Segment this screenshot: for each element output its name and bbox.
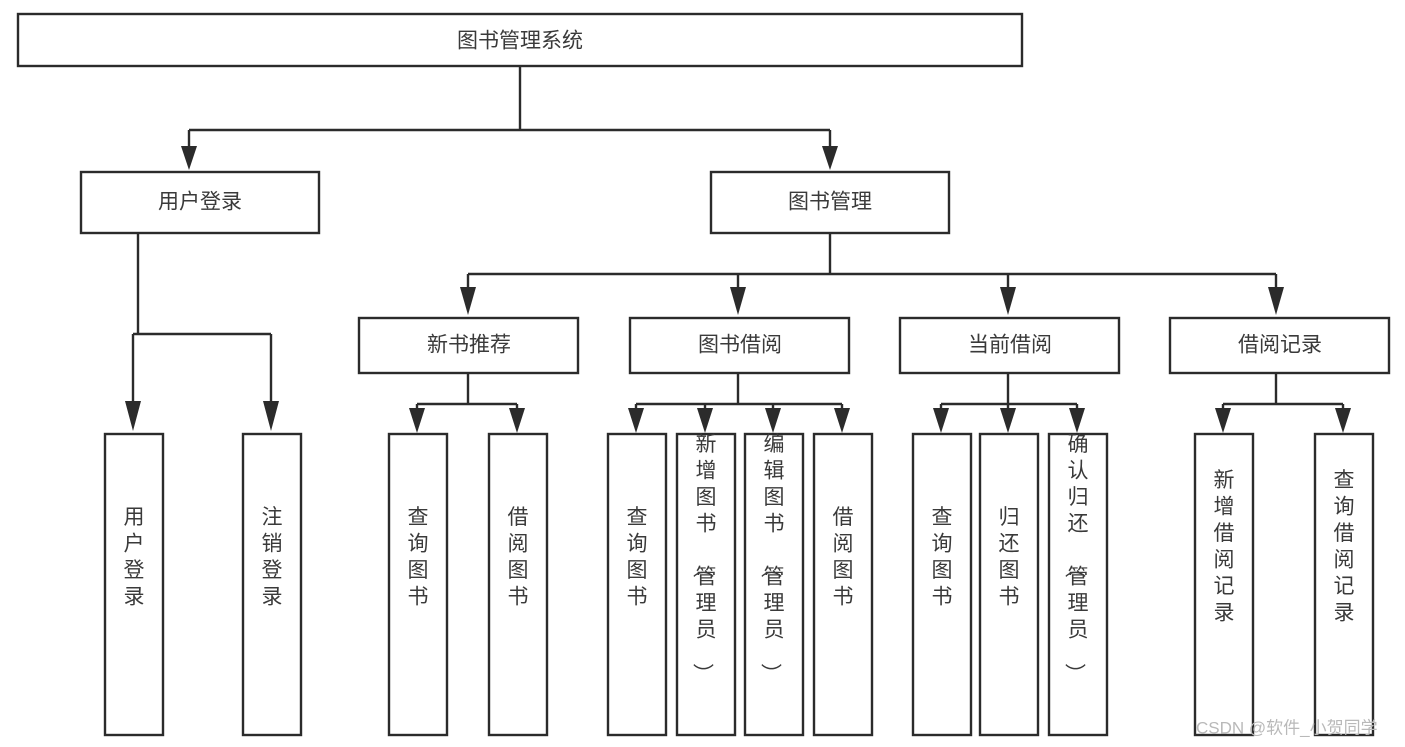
leaf-query-borrow-record[interactable]: 查询借阅记录 (1313, 432, 1375, 737)
node-user-login[interactable]: 用户登录 (79, 170, 321, 235)
leaf-return-book[interactable]: 归还图书 (978, 432, 1040, 737)
leaf-edit-book[interactable]: 编辑图书（管理员） (743, 432, 805, 737)
leaf-query-book-current-label: 查询图书 (932, 506, 953, 609)
node-current-borrow-label: 当前借阅 (968, 334, 1052, 357)
arrow-to-leaf-add-record (1215, 408, 1231, 433)
leaf-borrow-book-borrow-box[interactable] (812, 432, 874, 737)
arrow-to-leaf-logout (263, 401, 279, 431)
leaf-add-borrow-record[interactable]: 新增借阅记录 (1193, 432, 1255, 737)
leaf-query-book-borrow[interactable]: 查询图书 (606, 432, 668, 737)
arrow-to-current-borrow (1000, 287, 1016, 315)
node-book-manage-box[interactable] (709, 170, 951, 235)
arrow-to-borrow-record (1268, 287, 1284, 315)
leaf-confirm-return-label: 确认归还（管理员） (1063, 433, 1089, 684)
node-user-login-label: 用户登录 (158, 191, 242, 214)
leaf-borrow-book-borrow[interactable]: 借阅图书 (812, 432, 874, 737)
arrow-to-leaf-edit-book (765, 408, 781, 433)
leaf-query-book-recommend[interactable]: 查询图书 (387, 432, 449, 737)
arrow-to-book-manage (822, 146, 838, 170)
node-root[interactable]: 图书管理系统 (16, 12, 1024, 68)
node-book-borrow-label: 图书借阅 (698, 334, 782, 357)
csdn-watermark: CSDN @软件_小贺同学 (1196, 718, 1378, 737)
leaf-query-book-borrow-label: 查询图书 (627, 506, 648, 609)
leaf-query-book-recommend-box[interactable] (387, 432, 449, 737)
node-new-book-recommend-label: 新书推荐 (427, 334, 511, 357)
node-borrow-record[interactable]: 借阅记录 (1168, 316, 1391, 375)
leaf-user-login[interactable]: 用户登录 (103, 432, 165, 737)
node-new-book-recommend[interactable]: 新书推荐 (357, 316, 580, 375)
leaf-logout[interactable]: 注销登录 (241, 432, 303, 737)
leaf-logout-box[interactable] (241, 432, 303, 737)
arrow-to-leaf-borrow-book-1 (509, 408, 525, 433)
leaf-query-book-current-box[interactable] (911, 432, 973, 737)
arrow-to-leaf-add-book (697, 408, 713, 433)
arrow-to-user-login (181, 146, 197, 170)
leaf-query-borrow-record-box[interactable] (1313, 432, 1375, 737)
leaf-query-book-current[interactable]: 查询图书 (911, 432, 973, 737)
node-current-borrow[interactable]: 当前借阅 (898, 316, 1121, 375)
leaf-query-borrow-record-label: 查询借阅记录 (1334, 469, 1355, 625)
node-current-borrow-box[interactable] (898, 316, 1121, 375)
node-user-login-box[interactable] (79, 170, 321, 235)
node-borrow-record-box[interactable] (1168, 316, 1391, 375)
arrow-to-leaf-query-record (1335, 408, 1351, 433)
leaf-add-borrow-record-box[interactable] (1193, 432, 1255, 737)
connector-layer (125, 66, 1351, 433)
arrow-to-book-borrow (730, 287, 746, 315)
arrow-to-leaf-user-login (125, 401, 141, 431)
leaf-borrow-book-recommend[interactable]: 借阅图书 (487, 432, 549, 737)
node-root-label: 图书管理系统 (457, 30, 583, 53)
node-borrow-record-label: 借阅记录 (1238, 334, 1322, 357)
leaf-edit-book-label: 编辑图书（管理员） (759, 433, 785, 684)
node-book-manage-label: 图书管理 (788, 191, 872, 214)
node-book-borrow[interactable]: 图书借阅 (628, 316, 851, 375)
arrow-to-leaf-query-book-2 (628, 408, 644, 433)
node-book-borrow-box[interactable] (628, 316, 851, 375)
leaf-return-book-box[interactable] (978, 432, 1040, 737)
leaf-borrow-book-recommend-label: 借阅图书 (508, 506, 529, 609)
leaf-return-book-label: 归还图书 (999, 506, 1020, 609)
leaf-query-book-recommend-label: 查询图书 (408, 506, 429, 609)
leaf-user-login-box[interactable] (103, 432, 165, 737)
leaf-add-book-box[interactable] (675, 432, 737, 737)
arrow-to-leaf-query-book-3 (933, 408, 949, 433)
arrow-to-leaf-borrow-book-2 (834, 408, 850, 433)
arrow-to-leaf-confirm-return (1069, 408, 1085, 433)
arrow-to-leaf-return-book (1000, 408, 1016, 433)
leaf-logout-label: 注销登录 (262, 506, 283, 609)
leaf-add-borrow-record-label: 新增借阅记录 (1214, 469, 1235, 625)
leaf-borrow-book-recommend-box[interactable] (487, 432, 549, 737)
leaf-confirm-return[interactable]: 确认归还（管理员） (1047, 432, 1109, 737)
leaf-borrow-book-borrow-label: 借阅图书 (833, 506, 854, 609)
leaf-edit-book-box[interactable] (743, 432, 805, 737)
leaf-add-book-label: 新增图书（管理员） (691, 433, 717, 684)
arrow-to-new-book-recommend (460, 287, 476, 315)
leaf-add-book[interactable]: 新增图书（管理员） (675, 432, 737, 737)
node-book-manage[interactable]: 图书管理 (709, 170, 951, 235)
node-root-box[interactable] (16, 12, 1024, 68)
leaf-confirm-return-box[interactable] (1047, 432, 1109, 737)
leaf-query-book-borrow-box[interactable] (606, 432, 668, 737)
leaf-user-login-label: 用户登录 (124, 506, 145, 609)
arrow-to-leaf-query-book-1 (409, 408, 425, 433)
node-new-book-recommend-box[interactable] (357, 316, 580, 375)
